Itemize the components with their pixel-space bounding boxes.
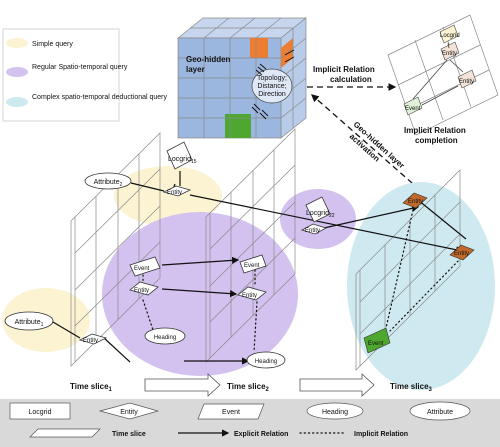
geo-layer-title-2: layer [186, 65, 205, 74]
calc-label-2: calculation [330, 75, 372, 84]
heading-1-label: Heading [154, 335, 176, 341]
regular-query-region-1 [102, 212, 298, 376]
element-legend: Locgrid Entity Event Heading Attribute T… [0, 399, 500, 447]
entity-1b-label: Entity [134, 288, 149, 294]
entity-1a-label: Entity [167, 190, 182, 196]
implicit-relation-calculation: Implicit Relation calculation [307, 65, 397, 91]
entity-3b-label: Entity [454, 251, 469, 257]
event-node-1: Event [129, 256, 161, 277]
legend-locgrid-text: Locgrid [29, 409, 52, 416]
entity-node-2: Entity [237, 286, 267, 301]
entity-node-3b: Entity [449, 244, 475, 261]
attribute-node-2: Attribute2 [84, 172, 132, 190]
geo-topology-text: Topology; [257, 75, 287, 82]
locgrid-node-22: Locgrid22 [305, 196, 335, 223]
time-axis: Time slice1 Time slice2 Time slice3 [70, 373, 433, 397]
geo-layer-orange-cell [250, 38, 268, 58]
entity-node-1b: Entity [129, 281, 159, 296]
time-slice-2-label: Time slice2 [227, 382, 270, 393]
geo-layer-title-1: Geo-hidden [186, 55, 231, 64]
entity-node-3a: Entity [402, 192, 428, 209]
time-slice-plane-3 [355, 169, 461, 371]
event-2-label: Event [244, 263, 260, 269]
entity-node-2b: Entity [300, 223, 328, 235]
attribute-2-label: Attribute2 [94, 179, 123, 188]
simple-query-label: Simple query [32, 41, 73, 48]
mini-entity-text-2: Entity [459, 79, 474, 85]
legend-heading-text: Heading [322, 409, 348, 416]
event-3-label: Event [368, 341, 384, 347]
event-1-label: Event [134, 266, 150, 272]
attribute-node-1: Attribute1 [4, 311, 54, 331]
complex-query-region [347, 182, 495, 390]
locgrid-15-label: Locgrid15 [168, 156, 197, 165]
entity-node-1c: Entity [78, 333, 108, 345]
explicit-relations [103, 171, 467, 365]
entity-2-label: Entity [242, 293, 257, 299]
complex-query-label: Complex spatio-temporal deductional quer… [32, 94, 168, 101]
regular-query-swatch [6, 67, 28, 77]
entity-1c-label: Entity [83, 338, 98, 344]
calc-label-1: Implicit Relation [313, 65, 375, 74]
geo-hidden-layer-cube: Geo-hidden layer Topology; Distance; Dir… [177, 17, 307, 139]
locgrid-node-15: Locgrid15 [166, 141, 197, 170]
simple-query-swatch [6, 38, 28, 48]
heading-2-label: Heading [255, 359, 277, 365]
legend-entity-text: Entity [120, 409, 138, 416]
geo-layer-activation: Geo-hidden layer activation [311, 94, 421, 191]
entity-node-1a: Entity [162, 185, 192, 197]
time-slice-plane-2 [205, 128, 296, 363]
time-slice-3-label: Time slice3 [390, 382, 433, 393]
heading-node-2: Heading [246, 351, 286, 369]
legend-explicit-text: Explicit Relation [234, 431, 288, 438]
entity-3a-label: Entity [408, 199, 423, 205]
legend-implicit-text: Implicit Relation [354, 431, 408, 438]
geo-layer-green-cell [225, 114, 251, 138]
geo-direction-text: Direction [258, 91, 286, 98]
completion-label-1: Implicit Relation [404, 126, 466, 135]
event-node-2: Event [239, 254, 267, 274]
legend-event-text: Event [222, 409, 240, 416]
attribute-1-label: Attribute1 [15, 319, 44, 328]
mini-event-text: Event [405, 106, 421, 112]
time-slice-plane-1 [70, 132, 161, 367]
heading-node-1: Heading [144, 327, 186, 345]
locgrid-22-label: Locgrid22 [306, 210, 335, 219]
time-arrow-2 [299, 373, 375, 397]
implicit-relations [142, 209, 462, 353]
regular-query-label: Regular Spatio-temporal query [32, 64, 128, 71]
implicit-relation-grid: Locgrid Entity Entity Event [387, 14, 499, 136]
time-slice-1-label: Time slice1 [70, 382, 113, 393]
entity-2b-label: Entity [305, 228, 320, 234]
legend-time-slice-text: Time slice [112, 431, 146, 438]
completion-label-2: completion [415, 136, 458, 145]
time-arrow-1 [144, 373, 221, 397]
geo-distance-text: Distance; [257, 83, 286, 90]
simple-query-region-1 [114, 166, 222, 226]
query-legend: Simple query Regular Spatio-temporal que… [2, 28, 168, 122]
mini-entity-text-1: Entity [442, 51, 457, 57]
mini-locgrid-text: Locgrid [440, 33, 460, 39]
event-node-3: Event [363, 327, 391, 354]
legend-attribute-text: Attribute [427, 409, 453, 416]
complex-query-swatch [6, 97, 28, 107]
